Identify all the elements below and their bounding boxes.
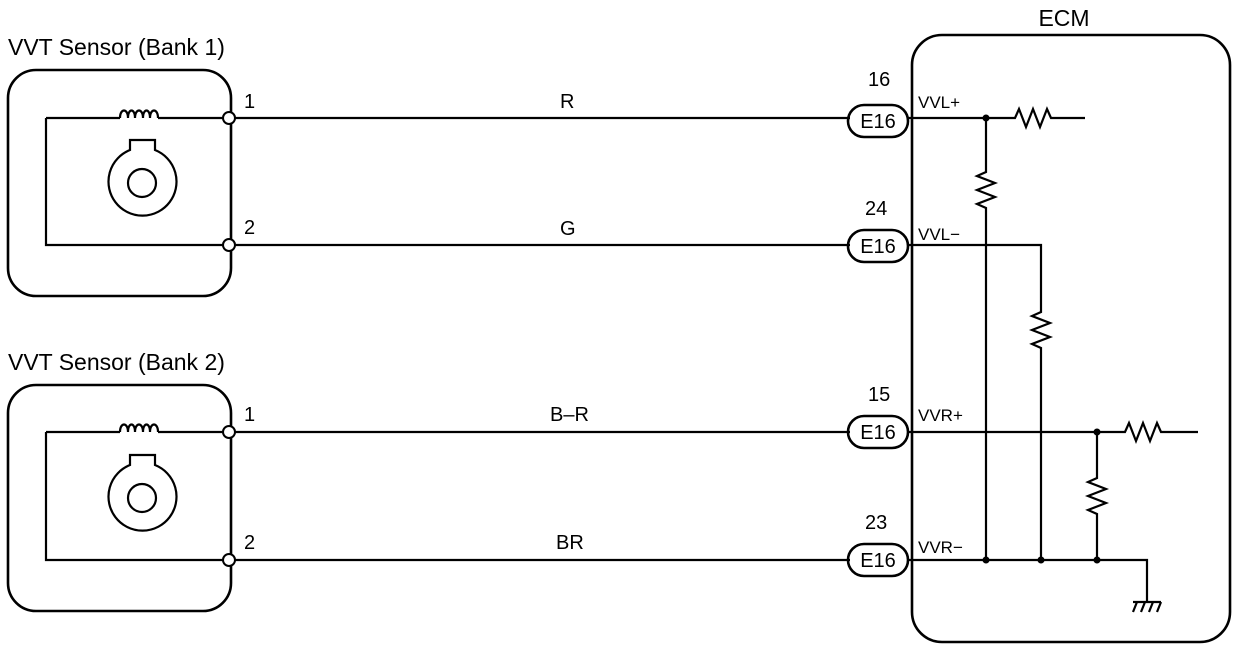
- bus-node-1: [982, 556, 990, 564]
- wire-g-pin-label: 24: [865, 198, 887, 220]
- vvl-plus-node: [982, 114, 990, 122]
- harness-wire-r: R 16 E16 VVL+: [235, 69, 960, 139]
- terminal-vvr-minus-label: VVR−: [918, 538, 963, 557]
- wire-r-connector: [846, 103, 910, 139]
- sensor-bank-1-pin1-terminal: [222, 111, 236, 125]
- sensor-bank-1-rotor-icon: [107, 138, 178, 217]
- ground-icon: [1131, 600, 1163, 613]
- sensor-bank-1-pin2-label: 2: [244, 217, 255, 239]
- terminal-vvl-minus-label: VVL−: [918, 225, 960, 244]
- wire-br-color-label: BR: [556, 532, 584, 554]
- wire-r-connector-label: E16: [860, 111, 896, 133]
- vvr-bias-resistor: [1084, 432, 1110, 560]
- sensor-bank-2-pin1-label: 1: [244, 404, 255, 426]
- ecm-box: [910, 33, 1232, 644]
- sensor-bank-2-rotor-hub-icon: [126, 482, 158, 514]
- wire-br-connector-label: E16: [860, 550, 896, 572]
- vvt-sensor-bank-2: VVT Sensor (Bank 2) 1 2: [6, 349, 255, 613]
- sensor-bank-1-internal-wiring: [44, 116, 229, 247]
- vvt-sensor-bank-1: VVT Sensor (Bank 1) 1 2: [6, 34, 255, 298]
- vvr-plus-resistor: [908, 419, 1198, 445]
- wire-r-color-label: R: [560, 91, 574, 113]
- harness-wire-g: G 24 E16 VVL−: [235, 198, 960, 264]
- sensor-bank-2-pin1-terminal: [222, 425, 236, 439]
- wire-r-pin-label: 16: [868, 69, 890, 91]
- terminal-vvl-plus-label: VVL+: [918, 93, 960, 112]
- sensor-bank-1-coil-icon: [118, 109, 160, 119]
- bus-node-3: [1093, 556, 1101, 564]
- wire-br-pin-label: 23: [865, 512, 887, 534]
- sensor-bank-1-pin1-label: 1: [244, 91, 255, 113]
- wire-g-connector-label: E16: [860, 236, 896, 258]
- sensor-bank-1-box: [6, 68, 233, 298]
- sensor-bank-2-title: VVT Sensor (Bank 2): [8, 349, 225, 375]
- sensor-bank-2-internal-wiring: [44, 430, 229, 562]
- vvl-bias-resistor: [973, 118, 999, 560]
- vvr-minus-bus: [908, 558, 1149, 602]
- sensor-bank-2-pin2-label: 2: [244, 532, 255, 554]
- vvl-minus-resistor: [908, 243, 1054, 560]
- vvl-plus-resistor: [908, 105, 1085, 131]
- sensor-bank-2-pin2-terminal: [222, 553, 236, 567]
- bus-node-2: [1037, 556, 1045, 564]
- sensor-bank-2-box: [6, 383, 233, 613]
- sensor-bank-2-coil-icon: [118, 423, 160, 433]
- sensor-bank-1-pin2-terminal: [222, 238, 236, 252]
- sensor-bank-2-rotor-icon: [107, 453, 178, 532]
- harness-wire-br: BR 23 E16 VVR−: [235, 512, 963, 578]
- terminal-vvr-plus-label: VVR+: [918, 406, 963, 425]
- ecm-title: ECM: [1038, 5, 1089, 31]
- sensor-bank-1-rotor-hub-icon: [126, 167, 158, 199]
- wire-b-r-connector-label: E16: [860, 422, 896, 444]
- wire-g-color-label: G: [560, 218, 576, 240]
- wire-b-r-pin-label: 15: [868, 384, 890, 406]
- wire-b-r-color-label: B–R: [550, 404, 589, 426]
- ecm-internal-circuit: [908, 105, 1198, 613]
- sensor-bank-1-title: VVT Sensor (Bank 1): [8, 34, 225, 60]
- harness-wire-b-r: B–R 15 E16 VVR+: [235, 384, 963, 450]
